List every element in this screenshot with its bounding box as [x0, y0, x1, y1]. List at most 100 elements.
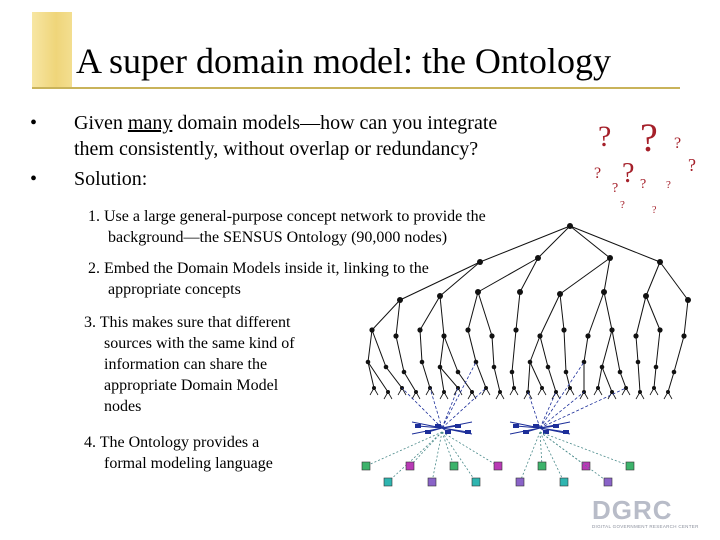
tree-node [512, 386, 516, 390]
question-mark: ? [622, 158, 635, 189]
tree-node [563, 369, 569, 375]
tree-node [401, 369, 407, 375]
source-link [387, 431, 443, 483]
tree-edge [529, 361, 543, 389]
source-node [405, 461, 415, 471]
tree-node [540, 386, 544, 390]
tree-edge [367, 361, 389, 393]
tree-node [607, 255, 613, 261]
domain-model-node [425, 430, 431, 434]
step-2: 2. Embed the Domain Models inside it, li… [88, 260, 429, 298]
tree-node [557, 291, 563, 297]
question-mark: ? [620, 199, 625, 211]
step-3: 3. This makes sure that different source… [84, 314, 295, 415]
tree-node [671, 369, 677, 375]
tree-node [489, 333, 495, 339]
tree-edge [683, 299, 689, 337]
tree-edge [655, 329, 661, 368]
source-node [603, 477, 613, 487]
tree-edge [539, 335, 549, 368]
tree-edge [645, 295, 661, 331]
tree-node [666, 390, 670, 394]
tree-node [635, 359, 641, 365]
tree-edge [479, 225, 571, 263]
tree-node [417, 327, 423, 333]
tree-node [596, 386, 600, 390]
tree-edge [519, 257, 539, 293]
domain-link [539, 391, 557, 429]
tree-node [456, 386, 460, 390]
tree-node [610, 390, 614, 394]
tree-edge [667, 371, 675, 393]
domain-model-node [513, 424, 519, 428]
tree-node [441, 333, 447, 339]
tree-edge [603, 257, 611, 293]
domain-link [441, 387, 487, 429]
source-node [471, 477, 481, 487]
tree-edge [569, 225, 611, 259]
tree-node [535, 255, 541, 261]
tree-node [599, 364, 605, 370]
domain-link [539, 361, 585, 429]
question-mark: ? [598, 120, 612, 153]
tree-node [601, 289, 607, 295]
bullet-list: • Given many domain models—how can you i… [30, 110, 600, 192]
tree-node [517, 289, 523, 295]
tree-edge [515, 291, 521, 331]
tree-node [365, 359, 371, 365]
tree-edge [399, 261, 481, 301]
question-mark: ? [666, 179, 671, 191]
source-link [539, 431, 609, 483]
tree-edge [583, 335, 589, 363]
tree-edge [439, 366, 459, 389]
tree-node [568, 386, 572, 390]
domain-model-node [435, 424, 441, 428]
tree-edge [457, 371, 473, 393]
tree-node [372, 386, 376, 390]
tree-node [567, 223, 573, 229]
question-mark: ? [594, 165, 602, 182]
source-node [537, 461, 547, 471]
tree-node [537, 333, 543, 339]
tree-edge [439, 261, 481, 297]
tree-edge [439, 335, 445, 368]
slide-title: A super domain model: the Ontology [76, 41, 611, 81]
tree-node [414, 390, 418, 394]
tree-edge [371, 329, 387, 368]
question-mark: ? [612, 181, 619, 196]
domain-link [527, 391, 541, 429]
tree-edge [367, 329, 373, 363]
source-link [519, 431, 541, 483]
tree-edge [587, 291, 605, 337]
bullet-solution: • Solution: [30, 168, 148, 190]
domain-model-node [533, 424, 539, 428]
tree-node [633, 333, 639, 339]
tree-node [465, 327, 471, 333]
tree-edge [565, 371, 571, 389]
tree-node [383, 364, 389, 370]
tree-edge [491, 335, 495, 368]
tree-edge [493, 366, 501, 393]
source-link [365, 431, 443, 467]
tree-edge [539, 293, 561, 337]
source-node [361, 461, 371, 471]
domain-model-node [523, 430, 529, 434]
bullet-dot: • [30, 168, 38, 190]
tree-edge [601, 329, 613, 368]
tree-edge [467, 329, 477, 363]
tree-edge [403, 371, 417, 393]
step-1: 1. Use a large general-purpose concept n… [88, 208, 486, 246]
question-mark: ? [688, 155, 696, 175]
source-node [493, 461, 503, 471]
tree-edge [511, 329, 517, 373]
tree-edge [475, 361, 487, 389]
tree-edge [511, 371, 515, 389]
source-node [625, 461, 635, 471]
question-mark: ? [674, 135, 682, 152]
tree-node [369, 327, 375, 333]
tree-edge [563, 329, 567, 373]
tree-node [437, 364, 443, 370]
source-node [427, 477, 437, 487]
tree-node [484, 386, 488, 390]
source-link [539, 431, 631, 467]
